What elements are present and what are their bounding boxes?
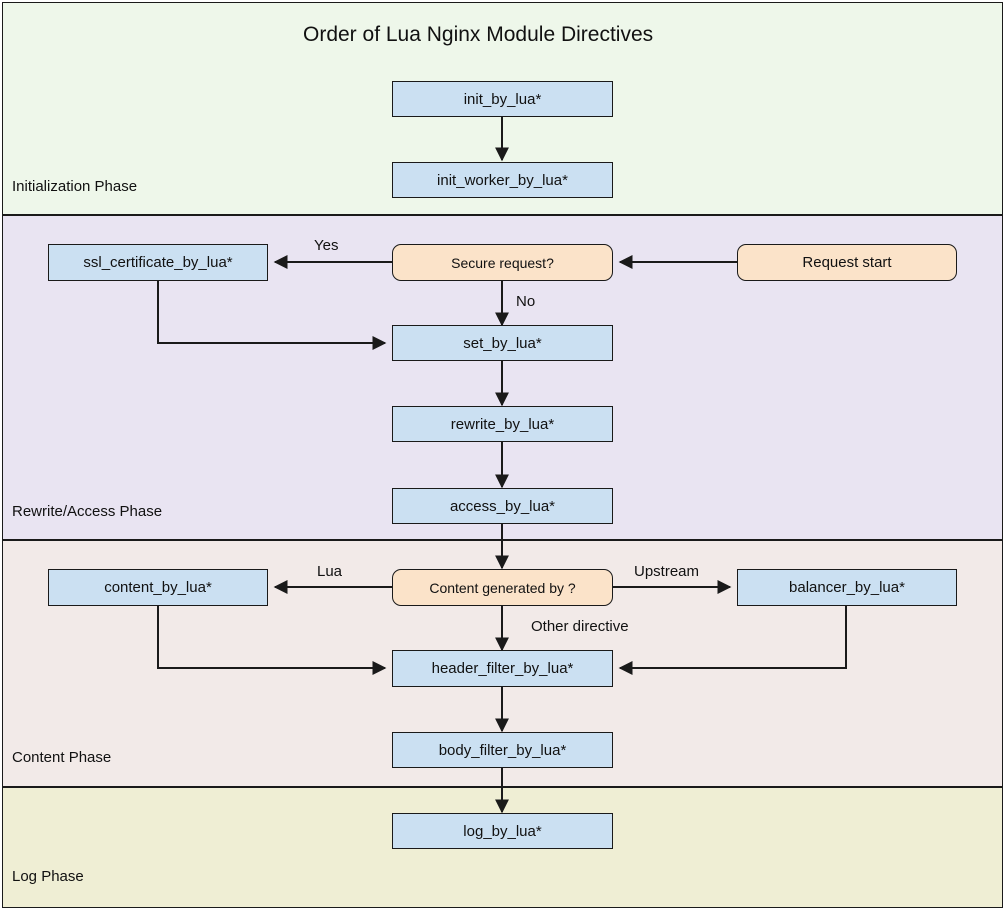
node-body-filter-by-lua[interactable]: body_filter_by_lua* — [392, 732, 613, 768]
band-label-log: Log Phase — [12, 868, 84, 885]
node-label: ssl_certificate_by_lua* — [83, 254, 233, 271]
node-init-by-lua[interactable]: init_by_lua* — [392, 81, 613, 117]
band-label-rewrite-access: Rewrite/Access Phase — [12, 503, 163, 520]
edge-label-other-directive: Other directive — [531, 618, 629, 635]
edge-label-yes: Yes — [314, 237, 339, 254]
node-content-generated-by[interactable]: Content generated by ? — [392, 569, 613, 606]
node-label: init_by_lua* — [463, 90, 542, 108]
node-access-by-lua[interactable]: access_by_lua* — [392, 488, 613, 524]
node-label: access_by_lua* — [449, 497, 556, 515]
node-label: Request start — [802, 254, 892, 271]
node-secure-request[interactable]: Secure request? — [392, 244, 613, 281]
edge-label-upstream: Upstream — [634, 563, 700, 580]
node-label: log_by_lua* — [463, 822, 542, 840]
node-ssl-certificate-by-lua[interactable]: ssl_certificate_by_lua* — [48, 244, 268, 281]
edge-label-lua: Lua — [317, 563, 343, 580]
node-request-start[interactable]: Request start — [737, 244, 957, 281]
node-label: header_filter_by_lua* — [431, 660, 574, 677]
node-label: init_worker_by_lua* — [437, 171, 568, 189]
node-label: balancer_by_lua* — [789, 579, 905, 596]
band-label-initialization: Initialization Phase — [12, 178, 138, 195]
edge-label-no: No — [516, 293, 536, 310]
node-content-by-lua[interactable]: content_by_lua* — [48, 569, 268, 606]
node-balancer-by-lua[interactable]: balancer_by_lua* — [737, 569, 957, 606]
diagram-title: Order of Lua Nginx Module Directives — [303, 23, 654, 46]
node-header-filter-by-lua[interactable]: header_filter_by_lua* — [392, 650, 613, 687]
node-init-worker-by-lua[interactable]: init_worker_by_lua* — [392, 162, 613, 198]
node-set-by-lua[interactable]: set_by_lua* — [392, 325, 613, 361]
node-label: Secure request? — [451, 254, 554, 271]
band-label-content: Content Phase — [12, 749, 112, 766]
node-label: set_by_lua* — [463, 334, 542, 352]
node-rewrite-by-lua[interactable]: rewrite_by_lua* — [392, 406, 613, 442]
node-label: body_filter_by_lua* — [438, 741, 567, 759]
node-label: rewrite_by_lua* — [450, 415, 555, 433]
node-log-by-lua[interactable]: log_by_lua* — [392, 813, 613, 849]
node-label: content_by_lua* — [104, 579, 212, 596]
node-label: Content generated by ? — [429, 579, 576, 596]
